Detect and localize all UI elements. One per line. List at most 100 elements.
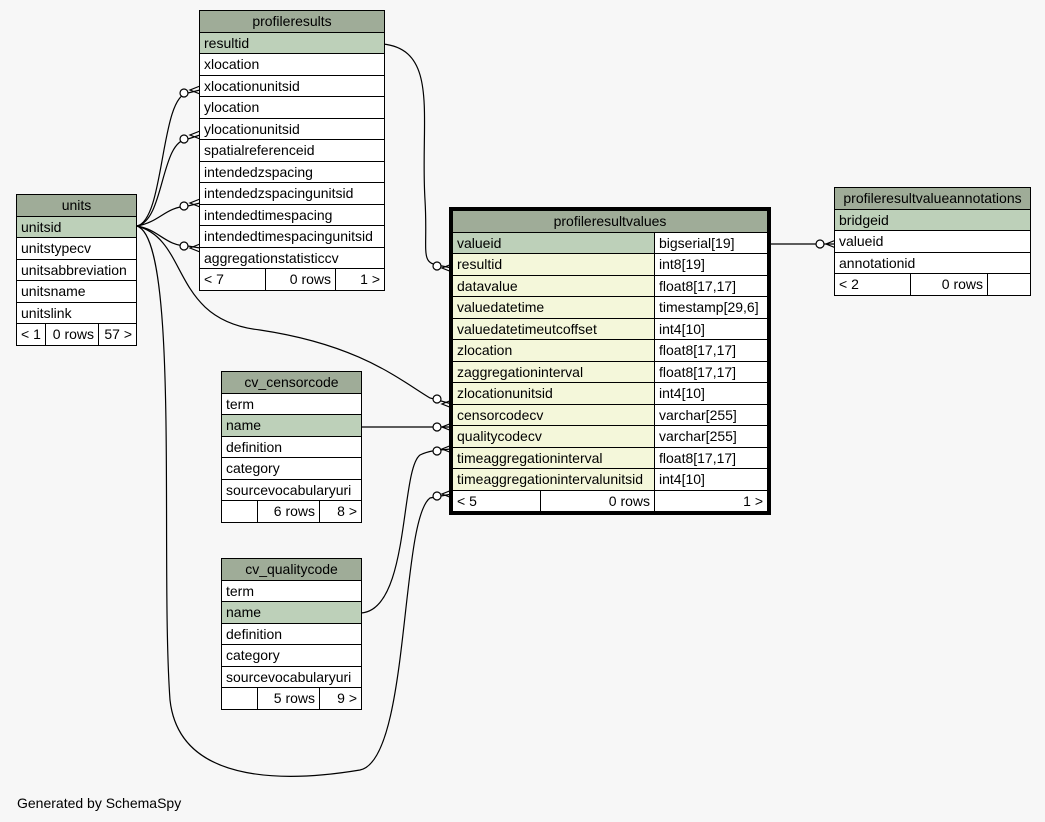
column-row[interactable]: timeaggregationintervalunitsid [452,468,655,491]
link-units-zlocationunitsid [136,225,453,405]
fk-circle [432,422,442,432]
column-row[interactable]: annotationid [833,251,1032,274]
fk-circle [815,239,825,249]
column-type: float8[17,17] [653,360,769,383]
table-profileresultvalueannotations[interactable]: profileresultvalueannotations bridgeid v… [833,187,1032,296]
crows-foot [824,239,837,249]
column-row[interactable]: valueid [452,231,655,254]
column-row[interactable]: valuedatetime [452,296,655,319]
table-cv-qualitycode[interactable]: cv_qualitycode term name definition cate… [221,558,362,710]
table-title[interactable]: cv_qualitycode [221,558,362,581]
parents-count [221,687,258,710]
column-row[interactable]: xlocationunitsid [198,74,386,97]
fk-circle [179,241,189,251]
column-row[interactable]: term [221,579,362,602]
crows-foot [188,243,201,253]
column-row[interactable]: unitsid [16,215,137,238]
fk-circle [432,261,442,271]
table-cv-censorcode[interactable]: cv_censorcode term name definition categ… [221,371,362,523]
column-row[interactable]: resultid [452,253,655,276]
column-row[interactable]: sourcevocabularyuri [221,665,362,688]
column-type: varchar[255] [653,403,769,426]
table-title[interactable]: profileresults [198,10,386,33]
table-title[interactable]: profileresultvalueannotations [833,187,1032,210]
column-row[interactable]: name [221,601,362,624]
column-row[interactable]: aggregationstatisticcv [198,246,386,269]
column-row[interactable]: ylocation [198,96,386,119]
column-row[interactable]: zlocationunitsid [452,382,655,405]
column-row[interactable]: zlocation [452,339,655,362]
fk-circle [432,446,442,456]
children-count: 1 > [653,489,769,512]
column-row[interactable]: intendedzspacingunitsid [198,182,386,205]
crows-foot [440,444,453,454]
column-row[interactable]: intendedtimespacing [198,203,386,226]
column-row[interactable]: timeaggregationinterval [452,446,655,469]
column-row[interactable]: valueid [833,230,1032,253]
crows-foot [188,85,201,95]
column-type: bigserial[19] [653,231,769,254]
table-title[interactable]: profileresultvalues [451,210,769,233]
column-type: varchar[255] [653,425,769,448]
column-row[interactable]: valuedatetimeutcoffset [452,317,655,340]
column-row[interactable]: xlocation [198,53,386,76]
fk-circle [179,134,189,144]
fk-circle [432,394,442,404]
column-row[interactable]: definition [221,622,362,645]
column-row[interactable]: definition [221,435,362,458]
crows-foot [440,489,453,499]
crows-foot [440,422,453,432]
column-row[interactable]: unitslink [16,301,137,324]
table-units[interactable]: units unitsid unitstypecv unitsabbreviat… [16,194,137,346]
column-type: float8[17,17] [653,446,769,469]
column-type: float8[17,17] [653,339,769,362]
column-row[interactable]: category [221,457,362,480]
column-row[interactable]: unitsabbreviation [16,258,137,281]
row-count: 0 rows [265,268,336,291]
children-count [986,273,1032,296]
column-row[interactable]: intendedtimespacingunitsid [198,225,386,248]
column-row[interactable]: category [221,644,362,667]
row-count: 0 rows [540,489,655,512]
parents-count: < 1 [16,323,46,346]
column-row[interactable]: resultid [198,31,386,54]
crows-foot [440,263,453,273]
table-profileresults[interactable]: profileresults resultid xlocation xlocat… [198,10,386,291]
link-resultid [382,43,453,269]
column-row[interactable]: qualitycodecv [452,425,655,448]
link-qualitycode [360,448,453,614]
column-row[interactable]: censorcodecv [452,403,655,426]
children-count: 9 > [319,687,362,710]
column-row[interactable]: unitsname [16,280,137,303]
crows-foot [188,130,201,140]
column-type: int4[10] [653,382,769,405]
column-type: timestamp[29,6] [653,296,769,319]
column-row[interactable]: term [221,392,362,415]
column-row[interactable]: unitstypecv [16,237,137,260]
column-type: int4[10] [653,468,769,491]
column-type: float8[17,17] [653,274,769,297]
generated-by-label: Generated by SchemaSpy [17,795,182,811]
table-title[interactable]: cv_censorcode [221,371,362,394]
column-row[interactable]: name [221,414,362,437]
fk-circle [179,201,189,211]
column-row[interactable]: intendedzspacing [198,160,386,183]
children-count: 8 > [319,500,362,523]
table-title[interactable]: units [16,194,137,217]
fk-circle [432,491,442,501]
row-count: 5 rows [257,687,320,710]
link-units-ylocationunitsid [136,134,201,227]
column-type: int4[10] [653,317,769,340]
column-row[interactable]: ylocationunitsid [198,117,386,140]
parents-count: < 5 [452,489,541,512]
parents-count [221,500,258,523]
children-count: 1 > [334,268,386,291]
row-count: 0 rows [45,323,99,346]
column-row[interactable]: datavalue [452,274,655,297]
column-row[interactable]: bridgeid [833,208,1032,231]
column-row[interactable]: zaggregationinterval [452,360,655,383]
column-row[interactable]: sourcevocabularyuri [221,478,362,501]
column-row[interactable]: spatialreferenceid [198,139,386,162]
